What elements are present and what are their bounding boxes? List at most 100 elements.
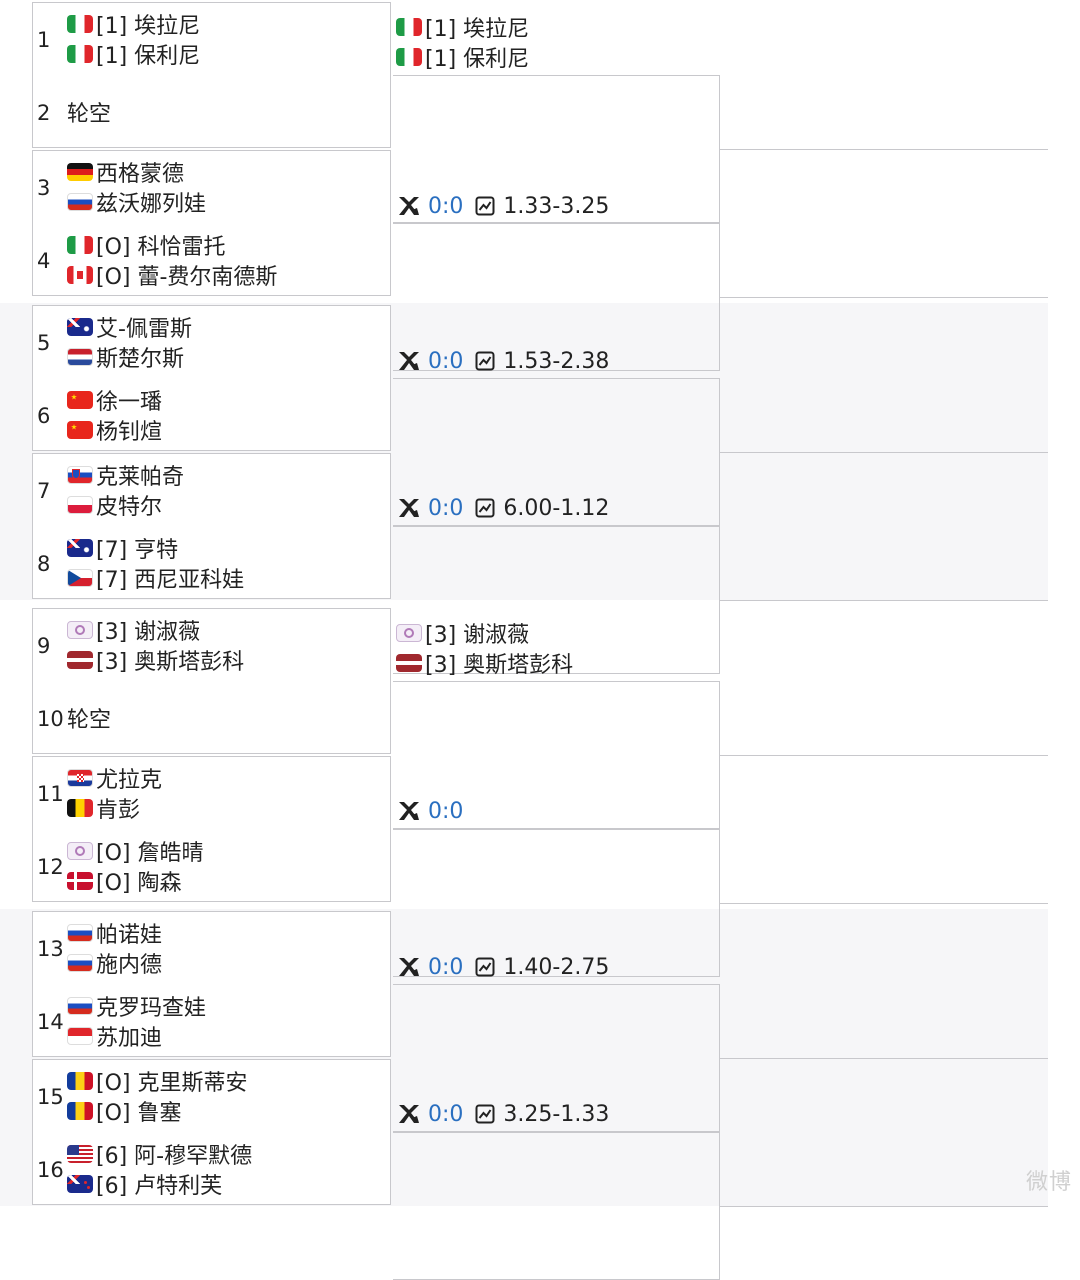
team-name: 苏加迪 — [96, 1026, 163, 1051]
tpe-flag-icon — [67, 621, 93, 639]
versus-icon — [396, 956, 422, 978]
team-2[interactable]: [O] 鲁塞 — [67, 1096, 181, 1126]
match-number: 4 — [37, 248, 51, 273]
team-2[interactable]: 兹沃娜列娃 — [67, 187, 206, 217]
team-2[interactable]: [O] 陶森 — [67, 866, 181, 896]
live-score[interactable]: 0:0 — [428, 193, 464, 219]
team-1[interactable]: 帕诺娃 — [67, 918, 162, 948]
team-1[interactable]: 西格蒙德 — [67, 157, 184, 187]
round3-connector-line — [720, 903, 1048, 904]
ru-flag-icon — [67, 193, 93, 211]
match-16[interactable]: 16[6] 阿-穆罕默德 [6] 卢特利芙 — [33, 1133, 393, 1206]
team-1[interactable]: 克罗玛查娃 — [67, 991, 206, 1021]
team-1[interactable]: [1] 埃拉尼 — [67, 9, 200, 39]
team-2[interactable]: 杨钊煊 — [67, 415, 162, 445]
team-2[interactable]: [1] 保利尼 — [67, 39, 200, 69]
team-2[interactable]: 施内德 — [67, 948, 162, 978]
round3-connector-line — [720, 600, 1048, 601]
match-info[interactable]: 0:0 — [396, 796, 475, 826]
team-1[interactable]: [6] 阿-穆罕默德 — [67, 1139, 252, 1169]
team-2[interactable]: 肯彭 — [67, 793, 140, 823]
advanced-team[interactable]: [1] 保利尼 — [396, 42, 529, 72]
round2-connector-box — [393, 75, 720, 223]
round3-connector-line — [720, 1058, 1048, 1059]
advanced-team[interactable]: [1] 埃拉尼 — [396, 12, 529, 42]
live-score[interactable]: 0:0 — [428, 798, 464, 824]
team-1[interactable]: [O] 詹皓晴 — [67, 836, 203, 866]
match-9[interactable]: 9[3] 谢淑薇[3] 奥斯塔彭科 — [33, 609, 393, 682]
team-1[interactable]: 克莱帕奇 — [67, 460, 184, 490]
match-15[interactable]: 15[O] 克里斯蒂安[O] 鲁塞 — [33, 1060, 393, 1133]
match-7[interactable]: 7 克莱帕奇皮特尔 — [33, 454, 393, 527]
team-name: 克莱帕奇 — [96, 465, 185, 490]
match-number: 6 — [37, 403, 51, 428]
nz-flag-icon — [67, 1175, 93, 1193]
team-name: [6] 卢特利芙 — [96, 1174, 223, 1199]
advanced-team[interactable]: [3] 谢淑薇 — [396, 618, 529, 648]
team-1[interactable]: [O] 克里斯蒂安 — [67, 1066, 247, 1096]
team-name: [O] 科恰雷托 — [96, 235, 226, 260]
versus-icon — [396, 350, 422, 372]
team-2[interactable]: 斯楚尔斯 — [67, 342, 184, 372]
round2-connector-box — [393, 829, 720, 977]
team-2[interactable]: [7] 西尼亚科娃 — [67, 563, 244, 593]
team-name: [7] 西尼亚科娃 — [96, 568, 245, 593]
round3-connector-line — [720, 149, 1048, 150]
match-number: 16 — [37, 1157, 64, 1182]
team-1[interactable]: 徐一璠 — [67, 385, 162, 415]
team-1[interactable]: [3] 谢淑薇 — [67, 615, 200, 645]
team-name: 施内德 — [96, 953, 163, 978]
versus-icon — [396, 1103, 422, 1125]
team-1[interactable]: 艾-佩雷斯 — [67, 312, 192, 342]
round2-connector-box — [393, 223, 720, 371]
team-2[interactable]: 皮特尔 — [67, 490, 162, 520]
team-name: [O] 鲁塞 — [96, 1101, 182, 1126]
ca-flag-icon — [67, 266, 93, 284]
match-number: 11 — [37, 781, 64, 806]
team-2[interactable]: [O] 蕾-费尔南德斯 — [67, 260, 277, 290]
round2-connector-box — [393, 1132, 720, 1280]
team-1[interactable]: 尤拉克 — [67, 763, 162, 793]
round3-connector-line — [720, 1206, 1048, 1207]
team-2[interactable]: [6] 卢特利芙 — [67, 1169, 222, 1199]
match-1[interactable]: 1[1] 埃拉尼[1] 保利尼 — [33, 3, 393, 76]
live-score[interactable]: 0:0 — [428, 1101, 464, 1127]
match-4[interactable]: 4 [O] 科恰雷托[O] 蕾-费尔南德斯 — [33, 224, 393, 297]
live-score[interactable]: 0:0 — [428, 954, 464, 980]
match-12[interactable]: 12[O] 詹皓晴[O] 陶森 — [33, 830, 393, 903]
round2-connector-box — [393, 681, 720, 829]
match-6[interactable]: 6 徐一璠杨钊煊 — [33, 379, 393, 452]
bye-label: 轮空 — [67, 102, 112, 127]
live-score[interactable]: 0:0 — [428, 348, 464, 374]
round2-connector-box — [393, 378, 720, 526]
team-1[interactable]: [7] 亨特 — [67, 533, 178, 563]
odds-value: 6.00-1.12 — [503, 495, 610, 521]
team-2[interactable]: 苏加迪 — [67, 1021, 162, 1051]
advanced-team[interactable]: [3] 奥斯塔彭科 — [396, 648, 573, 678]
team-1[interactable]: [O] 科恰雷托 — [67, 230, 225, 260]
round3-connector-line — [720, 297, 1048, 298]
match-8[interactable]: 8[7] 亨特[7] 西尼亚科娃 — [33, 527, 393, 600]
match-number: 7 — [37, 478, 51, 503]
team-2[interactable]: [3] 奥斯塔彭科 — [67, 645, 244, 675]
live-score[interactable]: 0:0 — [428, 495, 464, 521]
round2-connector-box — [393, 984, 720, 1132]
team-name: [1] 保利尼 — [425, 47, 530, 72]
match-info[interactable]: 0:0 6.00-1.12 — [396, 493, 609, 523]
match-number: 10 — [37, 706, 64, 731]
